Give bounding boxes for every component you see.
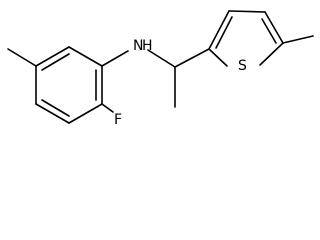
bond-ring-nh <box>101 50 129 67</box>
bond-nh-ch <box>147 49 176 68</box>
bond-ring-inner-1 <box>41 53 70 71</box>
bond-ring-fluorine <box>101 103 114 113</box>
bond-ring-2 <box>68 46 103 67</box>
bond-thiophene-methyl <box>282 35 314 44</box>
bond-ch-thiophene <box>174 48 210 68</box>
bond-thiophene-4 <box>259 42 284 66</box>
atom-label-h: H <box>142 38 153 54</box>
bond-ring-5 <box>35 103 70 124</box>
atom-label-n: N <box>133 38 143 54</box>
bond-thiophene-5 <box>208 48 228 67</box>
bond-thiophene-2 <box>228 10 266 13</box>
atom-label-sulfur: S <box>238 58 247 74</box>
bond-ring-1 <box>35 46 70 67</box>
bond-thiophene-inner-1 <box>215 16 233 49</box>
molecule-drawing: N H F S <box>7 10 314 128</box>
bond-ring-methyl <box>7 48 37 67</box>
bond-thiophene-3 <box>264 11 284 44</box>
bond-ring-4 <box>68 103 103 124</box>
structure-canvas: N H F S <box>7 10 314 128</box>
bond-thiophene-inner-2 <box>261 18 277 44</box>
bond-thiophene-1 <box>208 10 230 50</box>
atom-label-fluorine: F <box>114 112 122 128</box>
bond-ring-inner-3 <box>41 99 70 117</box>
